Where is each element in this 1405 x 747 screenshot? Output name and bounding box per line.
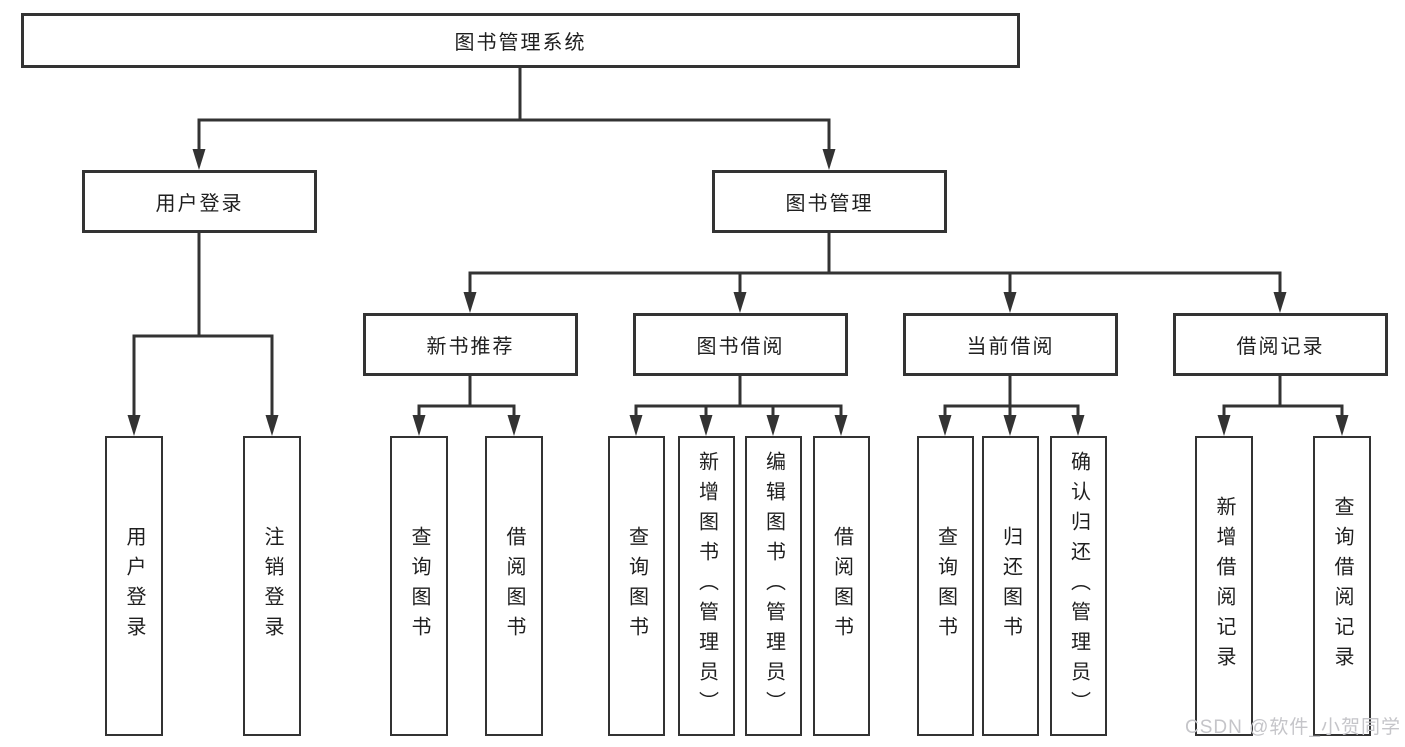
node-query-books-current: 查询图书 [917,436,974,736]
node-book-management: 图书管理 [712,170,947,233]
arrowhead-icon [822,149,836,170]
arrowhead-icon [699,415,713,436]
arrowhead-icon [629,415,643,436]
node-label-user-login-group: 用户登录 [155,193,244,215]
node-label-new-book-recommend: 新书推荐 [426,336,515,358]
node-query-borrow-record: 查询借阅记录 [1313,436,1371,736]
node-label-borrow-books-borrow: 借阅图书 [830,526,853,646]
node-root: 图书管理系统 [21,13,1020,68]
arrowhead-icon [507,415,521,436]
node-add-borrow-record: 新增借阅记录 [1195,436,1253,736]
node-label-borrowing-records: 借阅记录 [1236,336,1325,358]
node-label-add-borrow-record: 新增借阅记录 [1213,496,1235,676]
node-label-logout-leaf: 注销登录 [261,526,283,646]
arrowhead-icon [127,415,141,436]
connector-path [132,66,1344,422]
node-user-login-leaf: 用户登录 [105,436,163,736]
node-label-query-books-rec: 查询图书 [408,526,430,646]
node-label-query-books-borrow: 查询图书 [625,526,648,646]
node-add-books-admin: 新增图书（管理员） [678,436,735,736]
arrowhead-icon [1273,292,1287,313]
node-label-query-books-current: 查询图书 [934,526,957,646]
node-label-book-management: 图书管理 [785,193,874,215]
node-label-root: 图书管理系统 [454,32,587,54]
arrowhead-icon [1003,292,1017,313]
node-label-borrow-books-rec: 借阅图书 [503,526,525,646]
node-label-query-borrow-record: 查询借阅记录 [1331,496,1353,676]
node-label-return-books: 归还图书 [999,526,1022,646]
node-logout-leaf: 注销登录 [243,436,301,736]
node-label-book-borrowing: 图书借阅 [696,336,785,358]
node-current-borrowing: 当前借阅 [903,313,1118,376]
arrowhead-icon [463,292,477,313]
arrowhead-icon [412,415,426,436]
node-return-books: 归还图书 [982,436,1039,736]
arrowhead-icon [733,292,747,313]
node-label-confirm-return-admin: 确认归还（管理员） [1067,451,1090,721]
node-edit-books-admin: 编辑图书（管理员） [745,436,802,736]
arrowhead-icon [938,415,952,436]
node-user-login-group: 用户登录 [82,170,317,233]
node-new-book-recommend: 新书推荐 [363,313,578,376]
node-query-books-borrow: 查询图书 [608,436,665,736]
arrowhead-icon [766,415,780,436]
node-borrowing-records: 借阅记录 [1173,313,1388,376]
node-label-edit-books-admin: 编辑图书（管理员） [762,451,785,721]
node-label-user-login-leaf: 用户登录 [123,526,145,646]
watermark: CSDN @软件_小贺同学 [1185,717,1401,738]
node-borrow-books-rec: 借阅图书 [485,436,543,736]
node-borrow-books-borrow: 借阅图书 [813,436,870,736]
arrowhead-icon [192,149,206,170]
arrowhead-icon [1335,415,1349,436]
arrowhead-icon [265,415,279,436]
arrowhead-icon [1003,415,1017,436]
arrowhead-icon [834,415,848,436]
arrowhead-icon [1217,415,1231,436]
node-label-add-books-admin: 新增图书（管理员） [695,451,718,721]
node-confirm-return-admin: 确认归还（管理员） [1050,436,1107,736]
arrowhead-icon [1071,415,1085,436]
node-book-borrowing: 图书借阅 [633,313,848,376]
node-label-current-borrowing: 当前借阅 [966,336,1055,358]
node-query-books-rec: 查询图书 [390,436,448,736]
